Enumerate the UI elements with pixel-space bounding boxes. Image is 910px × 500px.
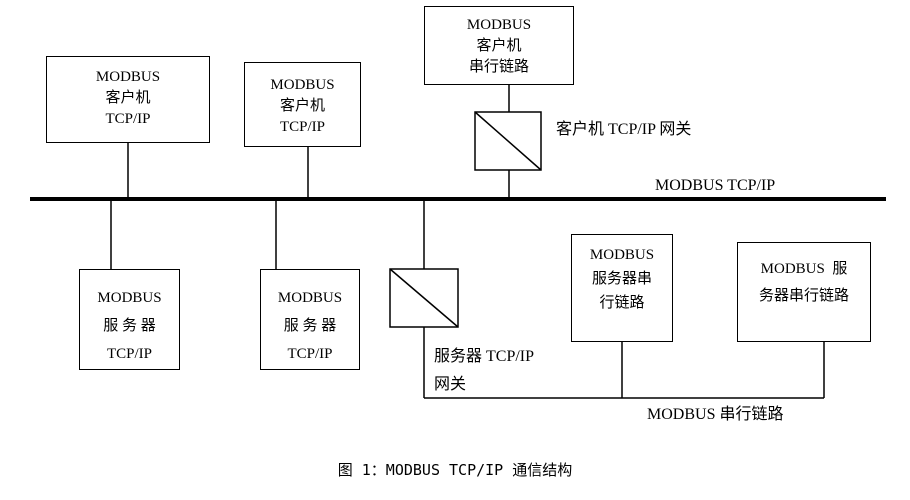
- client-2-line1: MODBUS: [270, 77, 335, 93]
- server-gateway-label-line1: 服务器 TCP/IP: [434, 348, 535, 365]
- server-2-line2: 服 务 器: [283, 318, 337, 334]
- server-2-line1: MODBUS: [277, 290, 343, 306]
- serial-server-1-line1: MODBUS: [589, 247, 655, 263]
- serial-server-box-2: MODBUS 服 务器串行链路: [737, 242, 871, 342]
- client-1-line2: 客户机: [105, 90, 151, 106]
- serial-server-2-line2: 务器串行链路: [758, 288, 849, 304]
- figure-caption: 图 1：MODBUS TCP/IP 通信结构: [337, 461, 573, 479]
- client-3-line1: MODBUS: [466, 17, 532, 33]
- server-1-line3: TCP/IP: [106, 346, 152, 362]
- client-1-line1: MODBUS: [95, 69, 161, 85]
- server-gateway-diagonal: [389, 268, 459, 328]
- client-gateway-label: 客户机 TCP/IP 网关: [556, 121, 692, 138]
- client-serial-box: MODBUS 客户机 串行链路: [424, 6, 574, 85]
- server-gateway-label-line2: 网关: [434, 376, 467, 393]
- client-tcpip-box-2: MODBUS 客户机 TCP/IP: [244, 62, 361, 147]
- server-1-line1: MODBUS: [97, 290, 162, 306]
- client-3-line3: 串行链路: [468, 59, 529, 75]
- tcpip-bus-label: MODBUS TCP/IP: [655, 177, 776, 194]
- serial-server-box-1: MODBUS 服务器串 行链路: [571, 234, 673, 342]
- serial-server-1-line3: 行链路: [599, 295, 645, 311]
- server-tcpip-box-2: MODBUS 服 务 器 TCP/IP: [260, 269, 360, 370]
- server-2-line3: TCP/IP: [287, 346, 333, 362]
- serial-server-2-line1: MODBUS 服: [760, 261, 848, 277]
- server-1-line2: 服 务 器: [103, 318, 156, 334]
- client-gateway-diagonal: [474, 111, 542, 171]
- client-tcpip-box-1: MODBUS 客户机 TCP/IP: [46, 56, 210, 143]
- client-3-line2: 客户机: [476, 38, 522, 54]
- serial-bus-label: MODBUS 串行链路: [647, 406, 784, 423]
- client-2-line3: TCP/IP: [279, 119, 325, 135]
- client-1-line3: TCP/IP: [105, 111, 151, 127]
- server-tcpip-box-1: MODBUS 服 务 器 TCP/IP: [79, 269, 180, 370]
- client-2-line2: 客户机: [279, 98, 325, 114]
- serial-server-1-line2: 服务器串: [591, 271, 652, 287]
